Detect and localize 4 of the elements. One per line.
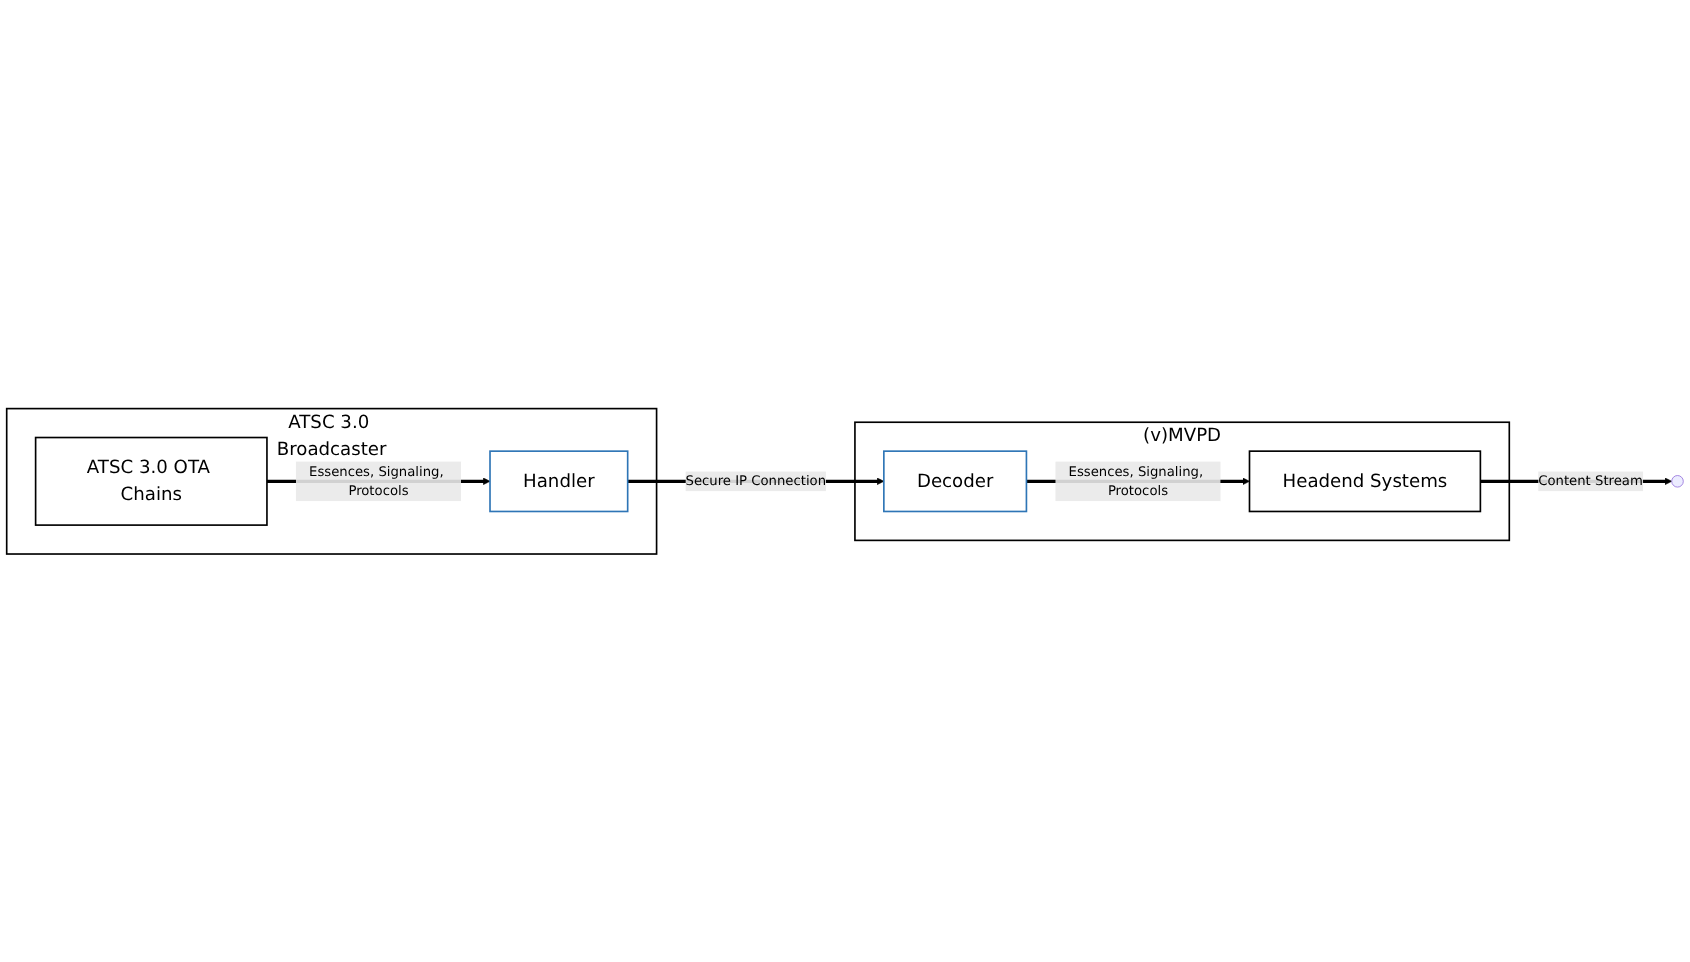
- node-box: ATSC 3.0 OTA Chains: [34, 436, 268, 526]
- node-box: Decoder: [883, 450, 1028, 512]
- node-box: Headend Systems: [1248, 450, 1482, 512]
- node-box: Handler: [489, 450, 629, 512]
